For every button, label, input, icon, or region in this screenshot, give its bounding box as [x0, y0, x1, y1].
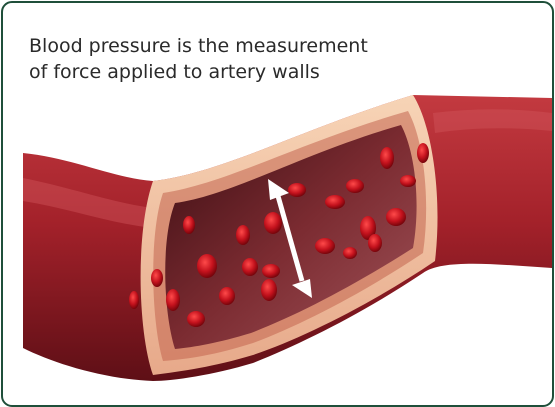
blood-cell — [262, 264, 280, 278]
caption-line-2: of force applied to artery walls — [29, 59, 409, 85]
blood-cell — [219, 287, 235, 305]
blood-cell — [380, 147, 394, 169]
blood-cell — [261, 279, 277, 301]
blood-cell — [400, 175, 416, 187]
blood-cell — [197, 254, 217, 278]
blood-cell — [288, 183, 306, 197]
blood-cell — [343, 247, 357, 259]
blood-cell — [236, 225, 250, 245]
blood-cell — [151, 269, 163, 287]
blood-cell — [315, 238, 335, 254]
caption-text: Blood pressure is the measurement of for… — [29, 33, 409, 85]
blood-cell — [325, 195, 345, 209]
blood-cell — [386, 208, 406, 226]
blood-cell — [187, 311, 205, 327]
caption-line-1: Blood pressure is the measurement — [29, 33, 409, 59]
blood-cell — [368, 234, 382, 252]
blood-cell — [166, 289, 180, 311]
blood-cell — [183, 216, 195, 234]
blood-cell — [264, 212, 282, 234]
blood-cell — [242, 258, 258, 276]
blood-cell — [346, 179, 364, 193]
blood-cell — [417, 143, 429, 163]
blood-cell — [129, 291, 139, 309]
